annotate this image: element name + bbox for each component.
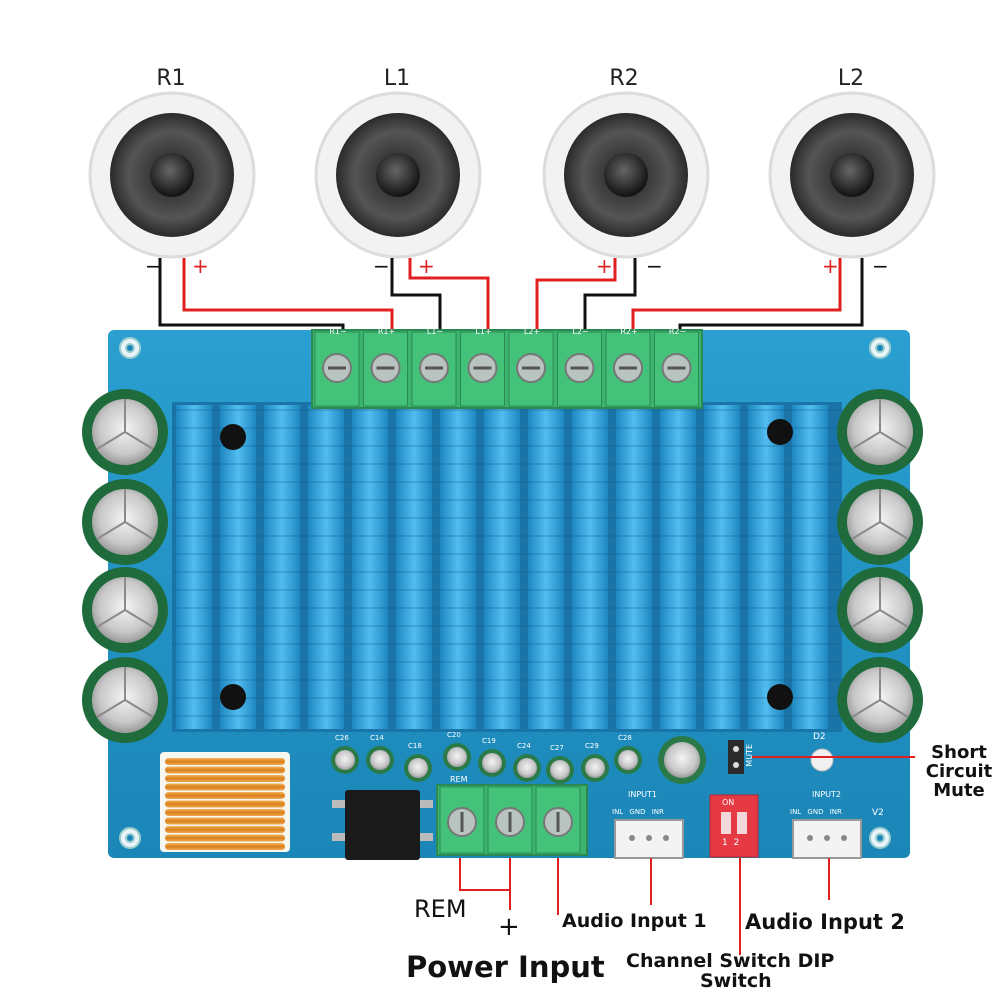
callout-short-circuit-mute: Short Circuit Mute	[925, 742, 993, 801]
small-capacitor-row	[331, 743, 642, 784]
speaker-l2	[768, 91, 936, 259]
polarity-minus-r1: −	[145, 254, 162, 278]
callout-audio-input-1: Audio Input 1	[562, 910, 707, 932]
cap-label-3: C18	[408, 742, 422, 750]
cap-label-4: C20	[447, 731, 461, 739]
polarity-plus-r1: +	[192, 254, 209, 278]
cap-label-2: C14	[370, 734, 384, 742]
terminal-label-4: L1+	[475, 327, 492, 336]
speaker-label-l2: L2	[837, 66, 865, 91]
mounting-holes	[119, 337, 891, 849]
terminal-label-5: L2+	[523, 327, 541, 336]
callout-plus: +	[498, 912, 520, 942]
speaker-l1	[314, 91, 482, 259]
regulator-chip	[332, 790, 433, 860]
speaker-r2	[542, 91, 710, 259]
cap-label-5: C19	[482, 737, 496, 745]
input1-silk-label: INPUT1	[628, 790, 657, 799]
polarity-minus-l1: −	[373, 254, 390, 278]
inductor-coil	[160, 752, 290, 852]
speaker-label-l1: L1	[383, 66, 411, 91]
speaker-wires	[158, 258, 864, 345]
heatsink-screws	[220, 419, 793, 710]
cap-label-9: C28	[618, 734, 632, 742]
dip-on-label: ON	[722, 798, 735, 807]
capacitors-right	[837, 389, 923, 743]
terminal-label-6: L2−	[572, 327, 589, 336]
callout-dip-switch-line1: Channel Switch DIP	[626, 950, 835, 972]
capacitors-left	[82, 389, 168, 743]
input2-connector	[792, 819, 862, 859]
dip-switch	[709, 794, 759, 858]
dip-nums-label: 1 2	[722, 838, 740, 848]
cap-label-7: C27	[550, 744, 564, 752]
input1-connector	[614, 819, 684, 859]
rem-silk-label: REM	[450, 775, 468, 784]
callout-lines	[459, 756, 915, 955]
cap-label-6: C24	[517, 742, 531, 750]
polarity-minus-r2: −	[646, 254, 663, 278]
speaker-terminal-block	[311, 329, 703, 409]
terminal-label-3: L1−	[426, 327, 444, 336]
mute-jumper	[728, 740, 744, 774]
polarity-minus-l2: −	[872, 254, 889, 278]
output-capacitor	[658, 736, 706, 784]
d2-silk-label: D2	[813, 732, 826, 742]
polarity-plus-l2: +	[822, 254, 839, 278]
terminal-label-7: R2+	[620, 327, 638, 336]
terminal-label-1: R1−	[329, 327, 347, 336]
power-terminal-block	[436, 784, 588, 856]
d2-led	[810, 748, 834, 772]
heatsink	[172, 402, 842, 732]
speaker-label-r2: R2	[609, 66, 639, 91]
callout-dip-switch-line2: Switch	[700, 970, 772, 992]
input2-pins-label: INL GND INR	[790, 808, 842, 816]
speaker-r1	[88, 91, 256, 259]
callout-rem: REM	[414, 895, 467, 923]
terminal-label-2: R1+	[377, 327, 396, 336]
speaker-label-r1: R1	[156, 66, 186, 91]
v2-silk-label: V2	[872, 808, 884, 818]
mute-silk-label: MUTE	[745, 744, 754, 767]
input2-silk-label: INPUT2	[812, 790, 841, 799]
callout-power-input: Power Input	[406, 950, 605, 984]
terminal-label-8: R2−	[668, 327, 687, 336]
input1-pins-label: INL GND INR	[612, 808, 664, 816]
cap-label-1: C26	[335, 734, 349, 742]
callout-audio-input-2: Audio Input 2	[745, 910, 905, 934]
cap-label-8: C29	[585, 742, 599, 750]
polarity-plus-l1: +	[418, 254, 435, 278]
polarity-plus-r2: +	[596, 254, 613, 278]
